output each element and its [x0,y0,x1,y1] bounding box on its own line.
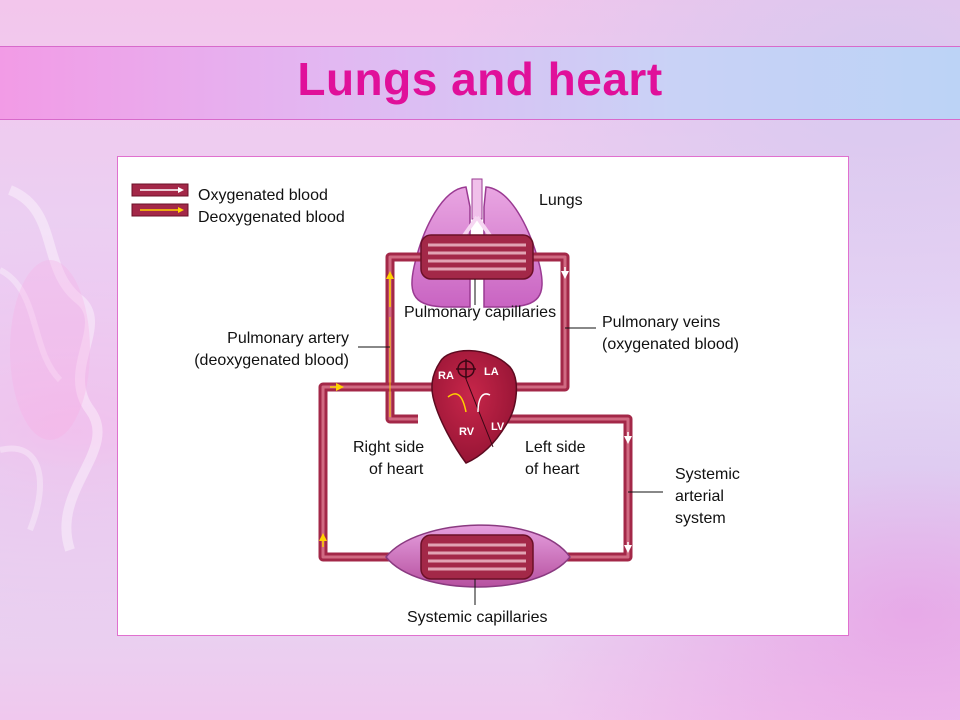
label-lungs: Lungs [539,192,583,209]
label-pulmonary-artery-line2: (deoxygenated blood) [194,352,349,369]
pulmonary-capillary-bundle [420,234,534,280]
heart-chamber-la: LA [484,366,499,378]
legend-oxygenated-arrow-icon [178,187,184,193]
title-band [0,46,960,120]
label-left-side-line1: Left side [525,439,586,456]
heart-chamber-rv: RV [459,426,475,438]
heart-chamber-ra: RA [438,370,454,382]
label-systemic-arterial-line2: arterial [675,488,724,505]
legend-deoxygenated-arrow-icon [178,207,184,213]
systemic-capillaries-illustration [385,524,571,588]
label-pulmonary-capillaries: Pulmonary capillaries [404,304,556,321]
arrow-down-icon [624,436,632,444]
legend: Oxygenated blood Deoxygenated blood [131,183,345,226]
arrow-right-icon [336,383,344,391]
arrow-down-icon [561,271,569,279]
arrow-up-icon [386,271,394,279]
label-left-side-line2: of heart [525,461,580,478]
heart-chamber-lv: LV [491,421,505,433]
flow-arrows [319,267,632,553]
label-right-side-line2: of heart [369,461,424,478]
label-systemic-arterial-line3: system [675,510,726,527]
heart-illustration: RA LA RV LV [431,349,518,464]
label-pulmonary-veins-line1: Pulmonary veins [602,314,720,331]
label-systemic-capillaries: Systemic capillaries [407,609,547,626]
label-systemic-arterial-line1: Systemic [675,466,740,483]
label-pulmonary-artery-line1: Pulmonary artery [227,330,349,347]
slide-title: Lungs and heart [297,53,663,105]
label-right-side-line1: Right side [353,439,424,456]
decorative-vessel-graphic [0,185,103,552]
arrow-down-icon [624,545,632,553]
arrow-up-icon [319,533,327,541]
circulation-diagram: Oxygenated blood Deoxygenated blood [131,178,740,626]
circulation-diagram-panel: Oxygenated blood Deoxygenated blood [117,156,849,636]
leader-lines [358,279,663,605]
legend-oxygenated-label: Oxygenated blood [198,187,328,204]
legend-deoxygenated-label: Deoxygenated blood [198,209,345,226]
label-pulmonary-veins-line2: (oxygenated blood) [602,336,739,353]
